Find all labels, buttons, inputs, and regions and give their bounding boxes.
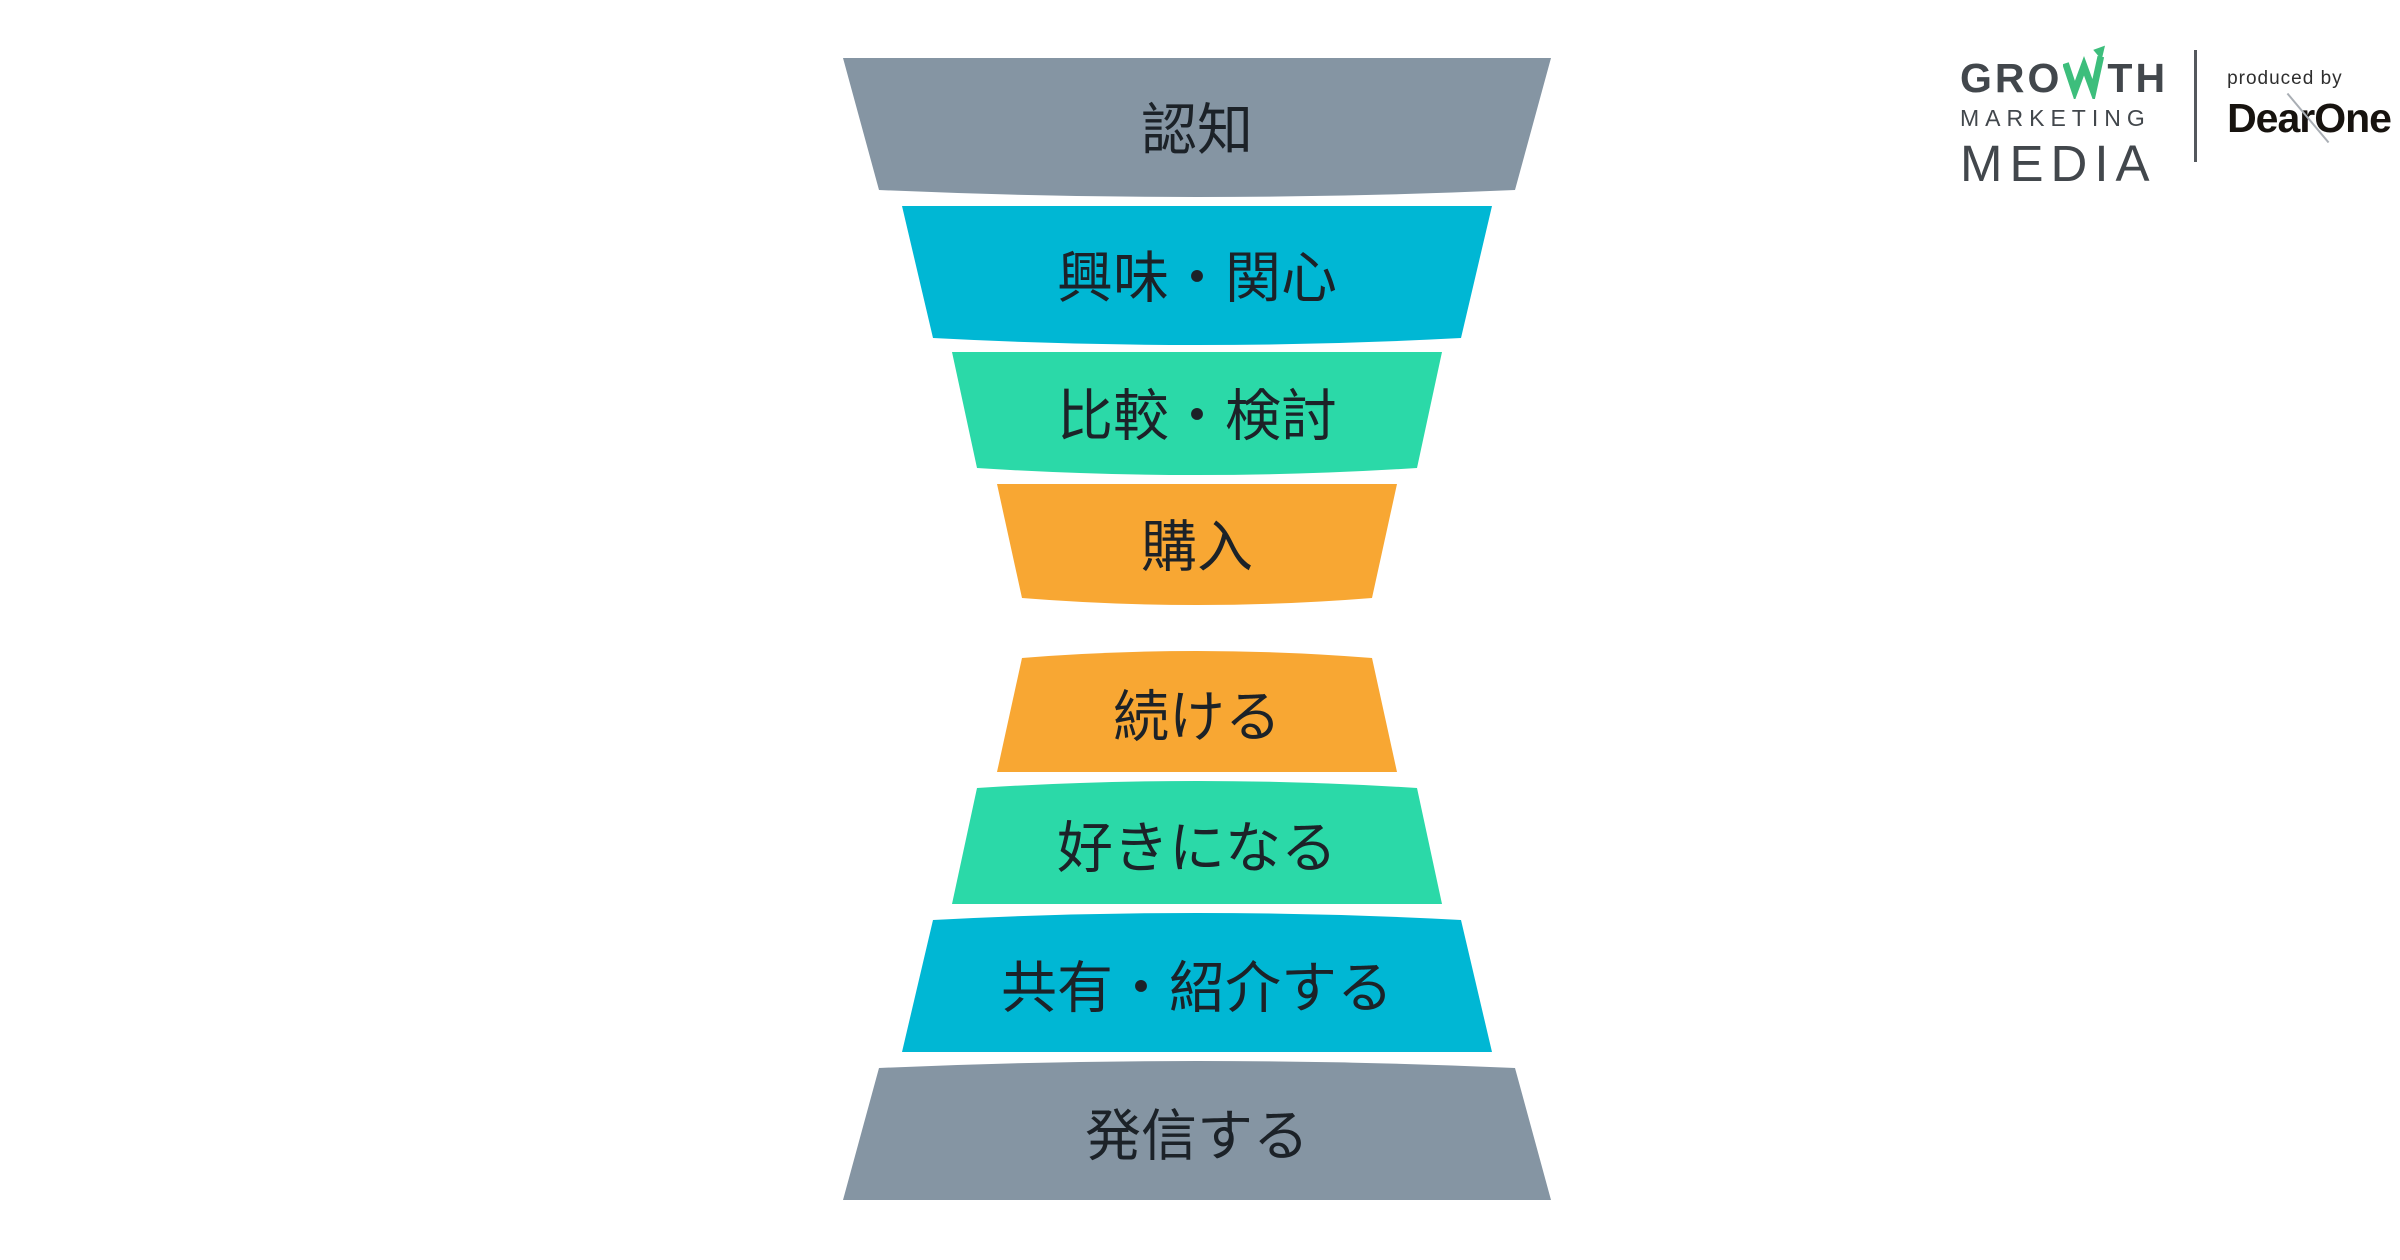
- funnel-segment-4-label: 購入: [1141, 516, 1253, 579]
- logo-growth-line: GRO TH: [1960, 42, 2168, 100]
- produced-by-label: produced by: [2227, 68, 2343, 89]
- funnel-segment-8: [843, 1061, 1551, 1200]
- logo-growth-pre: GRO: [1960, 55, 2063, 101]
- funnel-segment-4: [997, 484, 1397, 605]
- logo-divider: [2194, 50, 2198, 162]
- dearone-logo: DearOne: [2227, 92, 2392, 144]
- funnel-segment-6-label: 好きになる: [1057, 817, 1337, 880]
- funnel-segment-2-label: 興味・関心: [1057, 247, 1337, 310]
- funnel-segment-2: [902, 206, 1492, 345]
- brand-area: GRO TH MARKETING MEDIA produced by DearO…: [1960, 42, 2392, 189]
- funnel-segment-7-label: 共有・紹介する: [1001, 957, 1393, 1020]
- funnel-segment-5-label: 続ける: [1113, 686, 1281, 749]
- funnel-segment-3: [952, 352, 1442, 475]
- funnel-segment-8-label: 発信する: [1085, 1105, 1309, 1168]
- growth-marketing-media-logo: GRO TH MARKETING MEDIA: [1960, 42, 2168, 189]
- producer-block: produced by DearOne: [2227, 42, 2392, 144]
- logo-growth-post: TH: [2107, 55, 2169, 101]
- funnel-segment-6: [952, 781, 1442, 904]
- logo-media-line: MEDIA: [1960, 135, 2157, 192]
- funnel-segment-3-label: 比較・検討: [1057, 385, 1337, 448]
- funnel-segment-1-label: 認知: [1141, 99, 1253, 162]
- logo-marketing-line: MARKETING: [1960, 105, 2151, 131]
- funnel-segment-1: [843, 58, 1551, 197]
- growth-arrow-icon: [2063, 45, 2106, 99]
- funnel-segment-5: [997, 651, 1397, 772]
- funnel-segment-7: [902, 913, 1492, 1052]
